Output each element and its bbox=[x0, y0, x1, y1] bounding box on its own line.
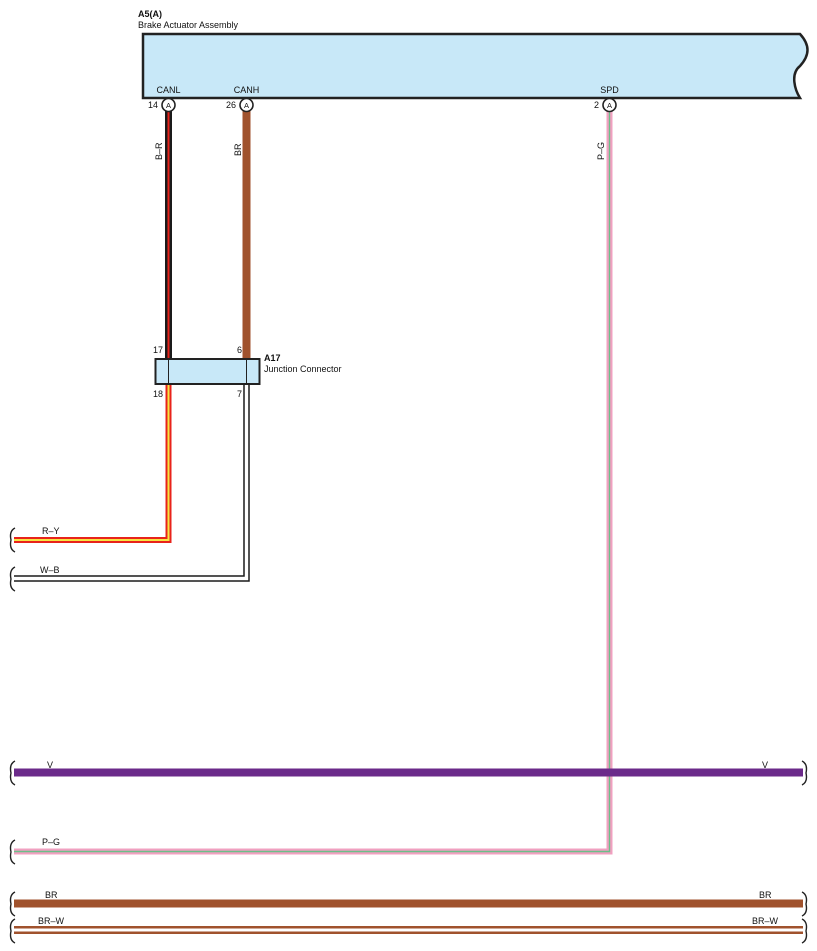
label-brw-wire-left: BR–W bbox=[38, 916, 65, 926]
pin-canh-signal: CANH bbox=[234, 85, 260, 95]
pin-spd-connector: A bbox=[607, 101, 612, 110]
junction-pin-7: 7 bbox=[237, 389, 242, 399]
label-v-wire-left: V bbox=[47, 760, 53, 770]
pin-canh: CANH 26 A bbox=[226, 85, 260, 113]
pin-canh-connector: A bbox=[244, 101, 249, 110]
wire-spd bbox=[14, 106, 613, 855]
break-mark-br-left bbox=[9, 891, 16, 917]
pin-canl-number: 14 bbox=[148, 100, 158, 110]
pin-canh-terminal bbox=[239, 97, 254, 113]
break-mark-wb bbox=[9, 566, 16, 592]
break-mark-br-right bbox=[801, 891, 808, 917]
pin-spd-signal: SPD bbox=[600, 85, 619, 95]
junction-pin-18: 18 bbox=[153, 389, 163, 399]
pin-spd: SPD 2 A bbox=[594, 85, 619, 113]
break-mark-brw-right bbox=[801, 918, 808, 944]
break-mark-v-right bbox=[801, 760, 808, 786]
pin-spd-terminal bbox=[602, 97, 617, 113]
label-ry-wire: R–Y bbox=[42, 526, 60, 536]
junction-connector-body bbox=[154, 358, 261, 385]
junction-pin-6: 6 bbox=[237, 345, 242, 355]
label-canl-wire: B–R bbox=[154, 142, 164, 160]
pin-canh-number: 26 bbox=[226, 100, 236, 110]
junction-pin-17: 17 bbox=[153, 345, 163, 355]
junction-connector-id: A17 bbox=[264, 353, 281, 363]
label-brw-wire-right: BR–W bbox=[752, 916, 779, 926]
brake-actuator-id: A5(A) bbox=[138, 9, 162, 19]
label-br-wire-right: BR bbox=[759, 890, 772, 900]
brake-actuator-name: Brake Actuator Assembly bbox=[138, 20, 239, 30]
pin-canl-connector: A bbox=[166, 101, 171, 110]
pin-canl-terminal bbox=[161, 97, 176, 113]
brake-actuator-body bbox=[141, 32, 809, 100]
break-mark-pg bbox=[9, 839, 16, 865]
pin-canl: CANL 14 A bbox=[148, 85, 181, 113]
junction-connector-name: Junction Connector bbox=[264, 364, 342, 374]
label-v-wire-right: V bbox=[762, 760, 768, 770]
label-canh-wire: BR bbox=[233, 143, 243, 156]
label-spd-wire: P–G bbox=[596, 142, 606, 160]
label-wb-wire: W–B bbox=[40, 565, 60, 575]
break-mark-v-left bbox=[9, 760, 16, 786]
pin-spd-number: 2 bbox=[594, 100, 599, 110]
break-mark-brw-left bbox=[9, 918, 16, 944]
wire-wb bbox=[14, 384, 250, 582]
wire-ry bbox=[14, 384, 172, 543]
label-br-wire-left: BR bbox=[45, 890, 58, 900]
pin-canl-signal: CANL bbox=[156, 85, 180, 95]
label-pg-wire: P–G bbox=[42, 837, 60, 847]
break-mark-ry bbox=[9, 527, 16, 553]
